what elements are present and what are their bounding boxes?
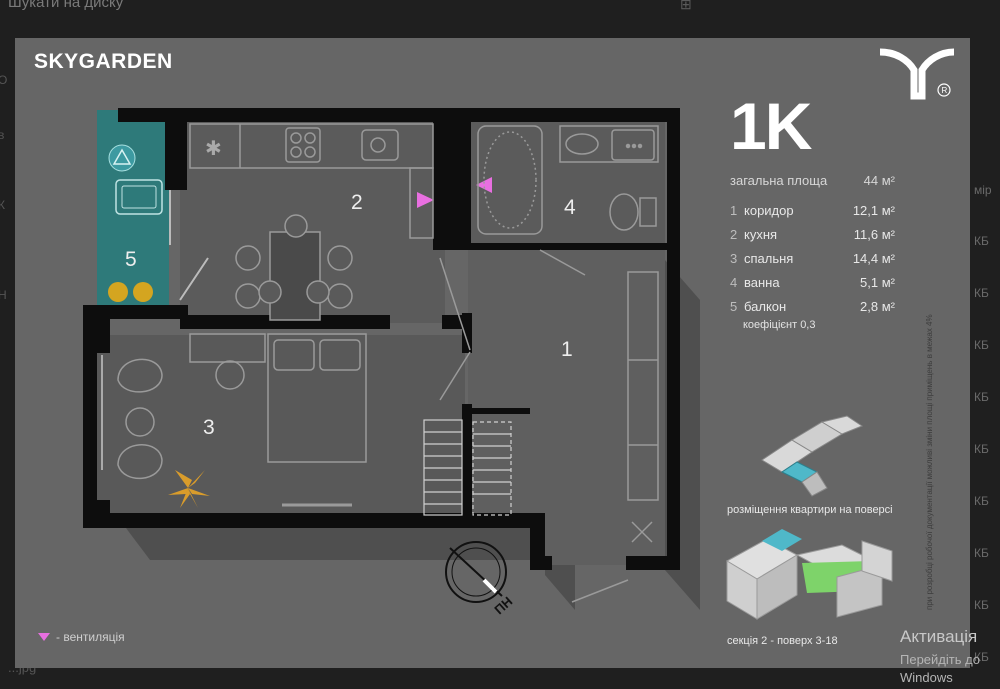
room-row: 4 ванна 5,1 м² <box>730 273 895 297</box>
stair-markings <box>423 419 512 516</box>
room-row: 2 кухня 11,6 м² <box>730 225 895 249</box>
left-edge-glyph: О <box>0 73 8 87</box>
room-area: 12,1 м² <box>852 203 895 218</box>
room-label-bedroom: 3 <box>203 416 215 439</box>
room-row: 1 коридор 12,1 м² <box>730 201 895 225</box>
balcony-furniture <box>108 144 209 302</box>
corridor-fixtures <box>439 249 659 603</box>
left-edge-glyph: Н <box>0 288 7 302</box>
corridor-floor <box>468 243 665 565</box>
room-label-bathroom: 4 <box>564 196 576 219</box>
room-name: ванна <box>744 275 780 290</box>
room-number: 3 <box>730 251 738 266</box>
file-size-label: КБ <box>974 546 989 560</box>
ventilation-marker-kitchen <box>417 192 434 208</box>
total-area-row: загальна площа 44 м² <box>730 173 895 188</box>
left-edge-glyph: в <box>0 128 5 142</box>
room-label-kitchen: 2 <box>351 191 363 214</box>
file-size-label: КБ <box>974 650 989 664</box>
bedroom-furniture <box>101 333 367 507</box>
activation-subtitle: Перейдіть до <box>900 652 980 667</box>
left-edge-glyph: К <box>0 198 5 212</box>
app-title-bar: Шукати на диску ⊞ <box>0 0 1000 38</box>
room-area-list: 1 коридор 12,1 м² 2 кухня 11,6 м² 3 спал… <box>730 201 895 321</box>
file-size-label: мір <box>974 183 992 197</box>
plant-decor <box>168 470 210 508</box>
room-area: 2,8 м² <box>860 299 895 314</box>
grid-icon[interactable]: ⊞ <box>680 0 692 12</box>
file-size-label: КБ <box>974 494 989 508</box>
brand-name: SKYGARDEN <box>34 50 173 73</box>
room-row: 3 спальня 14,4 м² <box>730 249 895 273</box>
kitchen-counter: ✱ <box>189 123 434 239</box>
floor-location-caption: розміщення квартири на поверсі <box>727 504 893 516</box>
room-area: 5,1 м² <box>860 275 895 290</box>
coefficient-label: коефіцієнт 0,3 <box>743 319 816 331</box>
room-number: 4 <box>730 275 738 290</box>
total-area-label: загальна площа <box>730 173 828 188</box>
file-size-label: КБ <box>974 598 989 612</box>
windows-activation-watermark: Активація Перейдіть до Windows <box>900 627 980 685</box>
room-name: коридор <box>744 203 794 218</box>
floor-location-diagram <box>761 415 864 497</box>
left-panel-edge: О в К Н <box>0 38 15 689</box>
ventilation-legend-label: - вентиляція <box>56 630 125 644</box>
bedroom-floor <box>97 335 465 513</box>
dining-table <box>235 214 353 321</box>
brand-logo-icon: R <box>879 48 955 100</box>
svg-text:✱: ✱ <box>205 136 222 160</box>
room-area: 14,4 м² <box>852 251 895 266</box>
ventilation-marker-bath <box>476 177 492 193</box>
ventilation-legend: - вентиляція <box>38 630 125 644</box>
section-floor-caption: секція 2 - поверх 3-18 <box>727 635 838 647</box>
bath-floor <box>468 118 665 243</box>
bottom-file-bar: ...jpg <box>0 660 1000 689</box>
right-file-list-edge: мір КБ КБ КБ КБ КБ КБ КБ КБ КБ <box>970 38 1000 689</box>
balcony-floor <box>97 110 169 308</box>
file-size-label: КБ <box>974 338 989 352</box>
file-size-label: КБ <box>974 390 989 404</box>
room-name: спальня <box>744 251 794 266</box>
room-number: 1 <box>730 203 738 218</box>
search-disk-label[interactable]: Шукати на диску <box>8 0 124 11</box>
apartment-floor-plan: ✱ <box>83 108 700 610</box>
svg-text:R: R <box>942 86 948 95</box>
total-area-value: 44 м² <box>863 173 895 188</box>
section-building-diagram <box>725 529 893 620</box>
apartment-type: 1K <box>730 89 812 163</box>
compass-icon <box>445 541 507 603</box>
room-name: балкон <box>744 299 787 314</box>
room-label-balcony: 5 <box>125 248 137 271</box>
file-size-label: КБ <box>974 286 989 300</box>
room-number: 2 <box>730 227 738 242</box>
ventilation-triangle-icon <box>38 633 50 641</box>
file-size-label: КБ <box>974 442 989 456</box>
room-row: 5 балкон 2,8 м² <box>730 297 895 321</box>
room-name: кухня <box>744 227 778 242</box>
activation-title: Активація <box>900 627 978 646</box>
room-area: 11,6 м² <box>853 227 895 242</box>
activation-subtitle-os: Windows <box>900 670 953 685</box>
room-number: 5 <box>730 299 738 314</box>
room-label-corridor: 1 <box>561 338 573 361</box>
file-size-label: КБ <box>974 234 989 248</box>
walls <box>83 108 680 570</box>
area-change-note: при розробці робочої документації можлив… <box>925 314 934 610</box>
bathroom-fixtures <box>477 125 659 235</box>
